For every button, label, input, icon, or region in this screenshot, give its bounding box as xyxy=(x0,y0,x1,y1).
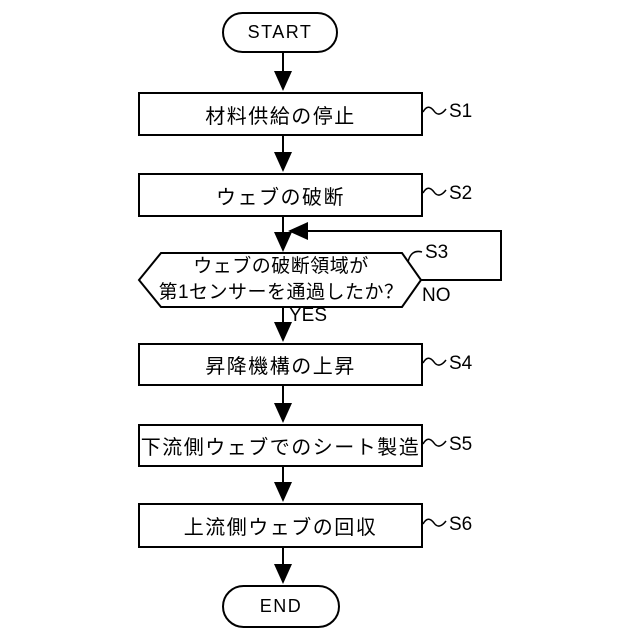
ref-squiggle-s5 xyxy=(422,438,447,447)
step-ref-s1: S1 xyxy=(449,101,473,122)
step-ref-s6: S6 xyxy=(449,514,473,535)
start-terminal: START xyxy=(222,12,338,53)
process-label-s6: 上流側ウェブの回収 xyxy=(183,517,378,539)
yes-branch-label: YES xyxy=(289,305,328,326)
no-feedback-loop-arrow xyxy=(288,222,502,281)
process-box-s4: 昇降機構の上昇 xyxy=(138,343,423,386)
process-label-s2: ウェブの破断 xyxy=(216,186,345,209)
decision-question-line1: ウェブの破断領域が xyxy=(193,256,369,277)
end-label: END xyxy=(259,596,303,616)
step-ref-s2: S2 xyxy=(449,183,473,204)
no-branch-label: NO xyxy=(422,285,451,306)
end-terminal: END xyxy=(222,585,340,628)
step-ref-s4: S4 xyxy=(449,353,473,374)
process-label-s4: 昇降機構の上昇 xyxy=(205,356,356,378)
process-box-s6: 上流側ウェブの回収 xyxy=(138,503,423,548)
ref-squiggle-s1 xyxy=(422,106,447,115)
process-label-s5: 下流側ウェブでのシート製造 xyxy=(140,437,421,459)
ref-squiggle-s4 xyxy=(422,357,447,366)
process-box-s2: ウェブの破断 xyxy=(138,173,423,217)
step-ref-s5: S5 xyxy=(449,434,473,455)
step-ref-s3: S3 xyxy=(425,242,449,263)
decision-question: ウェブの破断領域が 第1センサーを通過したか？ xyxy=(150,253,412,307)
process-box-s1: 材料供給の停止 xyxy=(138,92,423,136)
ref-squiggle-s2 xyxy=(422,187,447,196)
start-label: START xyxy=(247,22,313,42)
ref-squiggle-s6 xyxy=(422,518,447,527)
process-label-s1: 材料供給の停止 xyxy=(205,105,356,128)
process-box-s5: 下流側ウェブでのシート製造 xyxy=(138,424,423,467)
decision-question-line2: 第1センサーを通過したか？ xyxy=(158,282,404,303)
ref-leader-s3 xyxy=(407,250,423,263)
